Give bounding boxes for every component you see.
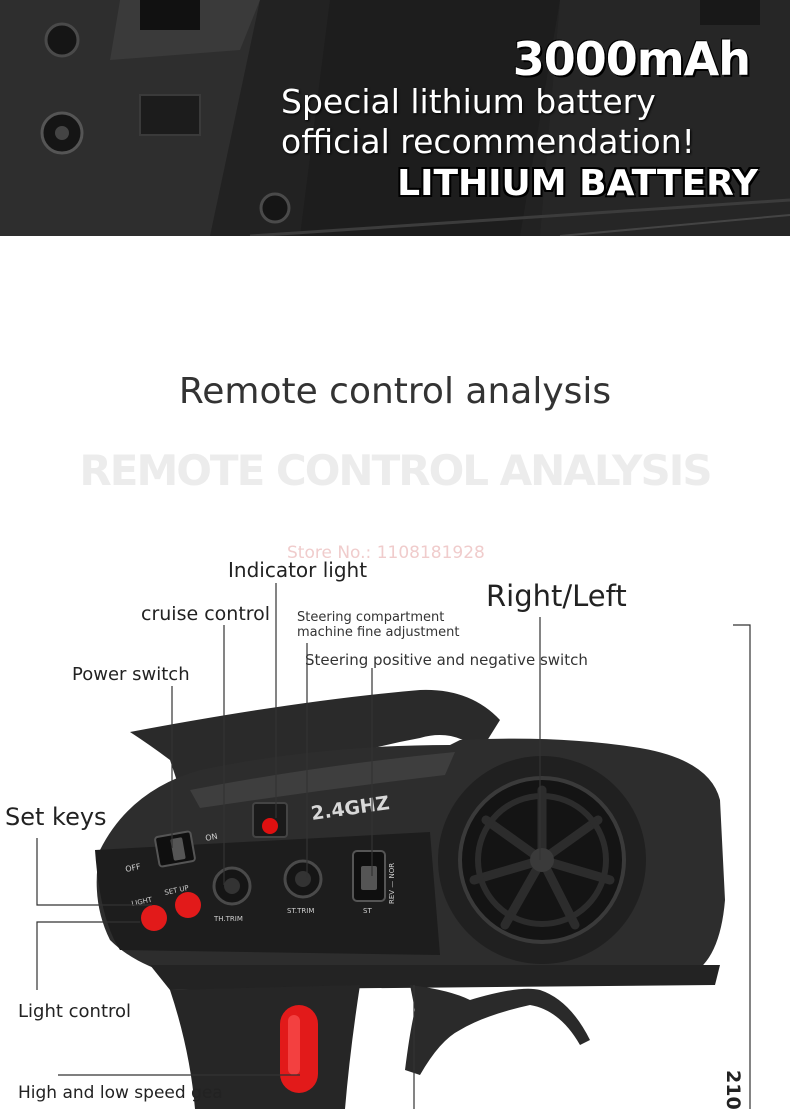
label-set-keys: Set keys <box>5 803 107 831</box>
label-steering-compartment: Steering compartment machine fine adjust… <box>297 610 460 640</box>
th-trim-label: TH.TRIM <box>213 915 243 923</box>
label-steering-compartment-line2: machine fine adjustment <box>297 625 460 640</box>
label-steering-compartment-line1: Steering compartment <box>297 610 445 625</box>
label-right-left: Right/Left <box>486 579 627 613</box>
throttle-trigger <box>405 985 590 1075</box>
battery-subtitle: Special lithium battery official recomme… <box>281 82 695 161</box>
label-cruise-control: cruise control <box>141 603 271 625</box>
battery-tagline: LITHIUM BATTERY <box>397 163 758 204</box>
on-label: ON <box>205 832 219 843</box>
label-light-control: Light control <box>18 1001 132 1022</box>
car-chassis-photo <box>0 0 790 236</box>
setup-button <box>175 892 201 918</box>
label-indicator-light: Indicator light <box>228 558 368 582</box>
indicator-light-led <box>262 818 278 834</box>
side-dimension: 210 <box>722 1070 744 1109</box>
label-high-low-speed: High and low speed gea <box>18 1083 223 1103</box>
store-watermark: Store No.: 1108181928 <box>287 543 485 563</box>
callout-lines <box>36 583 751 1109</box>
battery-capacity: 3000mAh <box>512 32 751 86</box>
light-button <box>141 905 167 931</box>
st-switch-label: ST <box>363 907 372 915</box>
section-title-shadow: REMOTE CONTROL ANALYSIS <box>79 446 712 495</box>
off-label: OFF <box>125 862 142 874</box>
label-steering-switch: Steering positive and negative switch <box>305 651 588 669</box>
rev-nor-label: REV — NOR <box>388 863 396 904</box>
section-title: Remote control analysis <box>178 371 612 412</box>
label-power-switch: Power switch <box>72 664 190 685</box>
st-trim-label: ST.TRIM <box>287 907 314 915</box>
battery-banner: 3000mAh Special lithium battery official… <box>0 0 790 236</box>
